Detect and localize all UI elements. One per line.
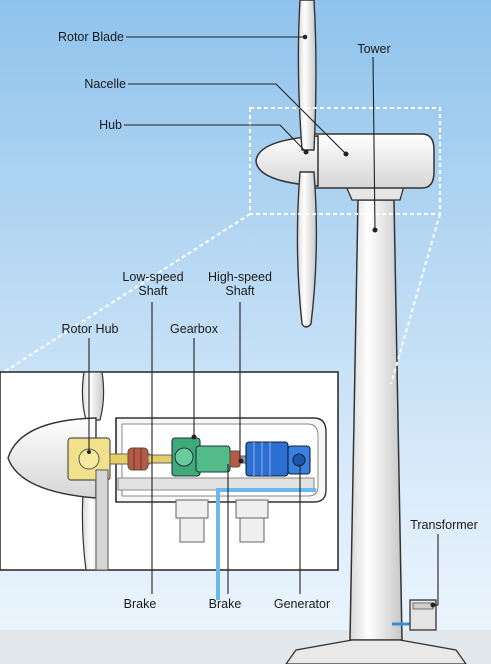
label-rotor-blade: Rotor Blade [30,30,124,44]
label-tower: Tower [344,42,404,56]
label-high-speed-shaft: High-speed Shaft [194,270,286,298]
nacelle [304,134,434,188]
brake-left-disc [128,448,148,470]
label-brake-left: Brake [118,597,162,611]
label-transformer: Transformer [400,518,488,532]
label-nacelle: Nacelle [30,77,126,91]
label-generator: Generator [264,597,340,611]
brake-right-disc [230,451,240,467]
label-low-speed-shaft: Low-speed Shaft [108,270,198,298]
label-gearbox: Gearbox [158,322,230,336]
label-rotor-hub: Rotor Hub [50,322,130,336]
label-hub: Hub [30,118,122,132]
label-brake-right: Brake [202,597,248,611]
nacelle-cutaway-inset [0,372,338,570]
transformer-unit [410,600,436,630]
